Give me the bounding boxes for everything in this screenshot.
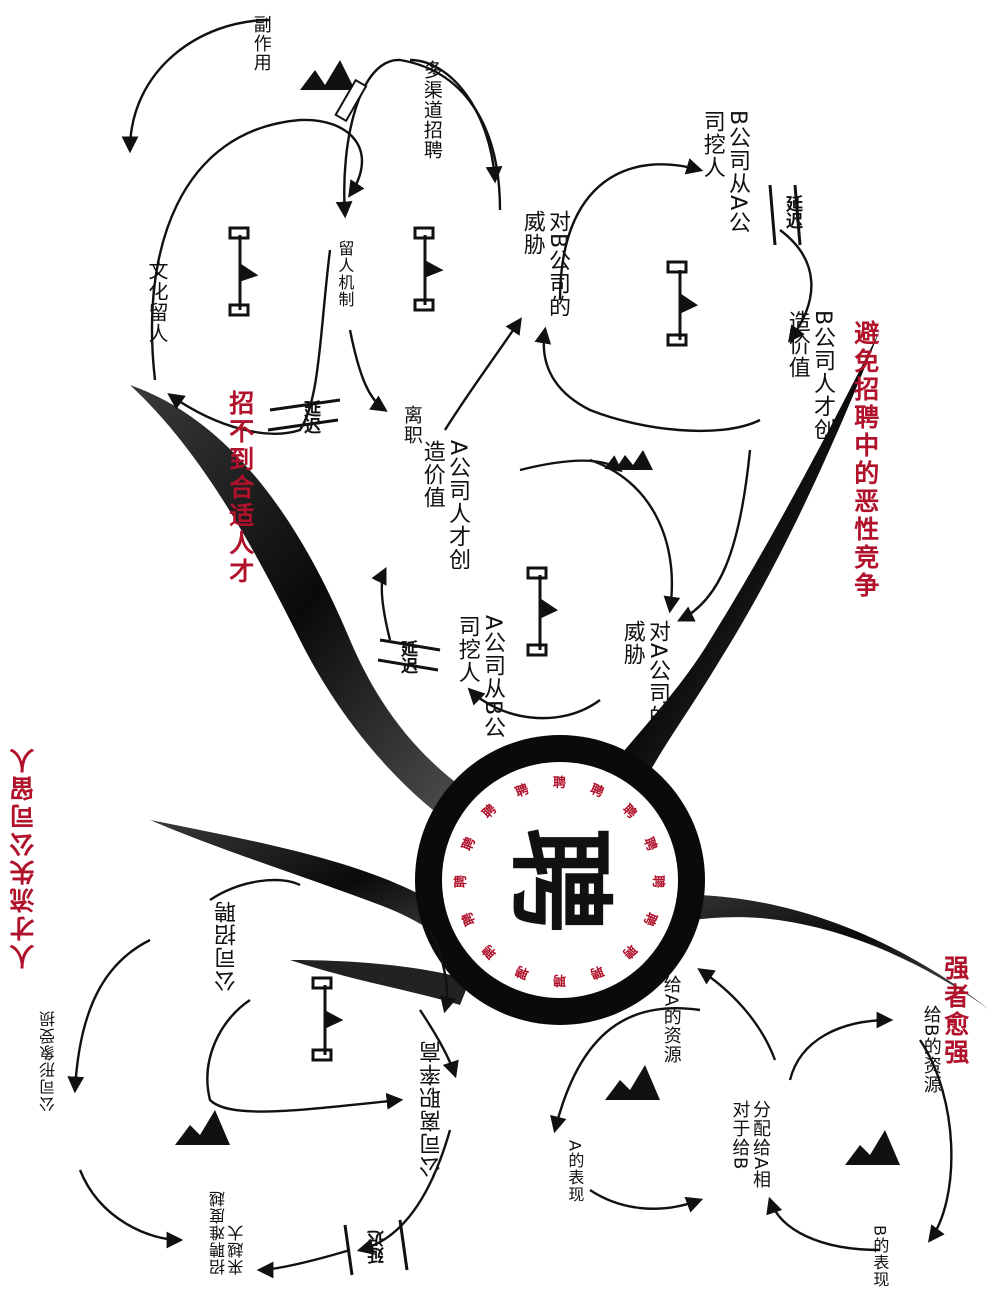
label-allocate: 分配给A相对于给B (710, 1100, 770, 1200)
label-delay-b: 延迟 (780, 195, 805, 229)
label-delay-left: 延迟 (365, 1230, 390, 1264)
snowball-icon-bottom1 (605, 1065, 660, 1100)
snowball-icon-left (175, 1110, 230, 1145)
label-b-talent-value: B公司人才创造价值 (760, 310, 835, 450)
balance-symbol-mid-b (668, 262, 695, 345)
snowball-icon-bottom2 (845, 1130, 900, 1165)
center-ring-char: 聘 (650, 875, 669, 888)
label-high-turnover: 公司离职率高 (420, 1040, 445, 1178)
label-company-recruit: 公司招聘 (215, 900, 240, 992)
label-res-a: 给A的资源 (660, 975, 681, 1064)
label-threat-to-b: 对B公司的威胁 (500, 210, 570, 320)
title-right: 避免招聘中的恶性竞争 (850, 320, 879, 600)
label-perf-a: A的表现 (565, 1140, 583, 1203)
label-a-talent-value: A公司人才创造价值 (395, 440, 470, 580)
title-bottom-right: 强者愈强 (940, 955, 969, 1067)
title-left: 人才流失公司留人 (10, 745, 39, 969)
snowball-icon-mid (615, 450, 653, 470)
center-character: 聘 (500, 820, 620, 940)
label-company-image: 公司形象受损 (40, 1010, 58, 1112)
label-threat-to-a: 对A公司的威胁 (600, 620, 670, 735)
snowball-icon-top (300, 60, 366, 121)
label-delay-a: 延迟 (395, 640, 420, 674)
label-culture-retain: 文化留人 (145, 260, 168, 344)
label-recruit-harder: 招聘难度越来越大 (210, 1185, 258, 1275)
center-ring-char: 聘 (553, 972, 566, 991)
label-res-b: 给B的资源 (920, 1005, 941, 1094)
label-side-effect: 副作用 (250, 15, 271, 72)
label-multi-channel: 多渠道招聘 (420, 60, 442, 160)
balance-symbol-left (313, 978, 340, 1060)
label-a-poach-b: A公司从B公司挖人 (430, 615, 505, 755)
balance-symbol-mid-a (528, 568, 555, 655)
balance-symbol-top2 (415, 228, 440, 310)
label-leave: 离职 (400, 405, 422, 445)
label-retain-mechanism: 留人机制 (335, 240, 353, 308)
center-ring-char: 聘 (553, 772, 566, 791)
left-cluster-loops (75, 880, 455, 1270)
label-b-poach-a: B公司从A公司挖人 (680, 110, 750, 240)
center-ring-char: 聘 (450, 875, 469, 888)
balance-symbol-top1 (230, 228, 255, 315)
label-perf-b: B的表现 (870, 1225, 888, 1288)
label-delay-top: 延迟 (298, 400, 323, 434)
title-top-left: 招不到合适人才 (225, 390, 254, 586)
